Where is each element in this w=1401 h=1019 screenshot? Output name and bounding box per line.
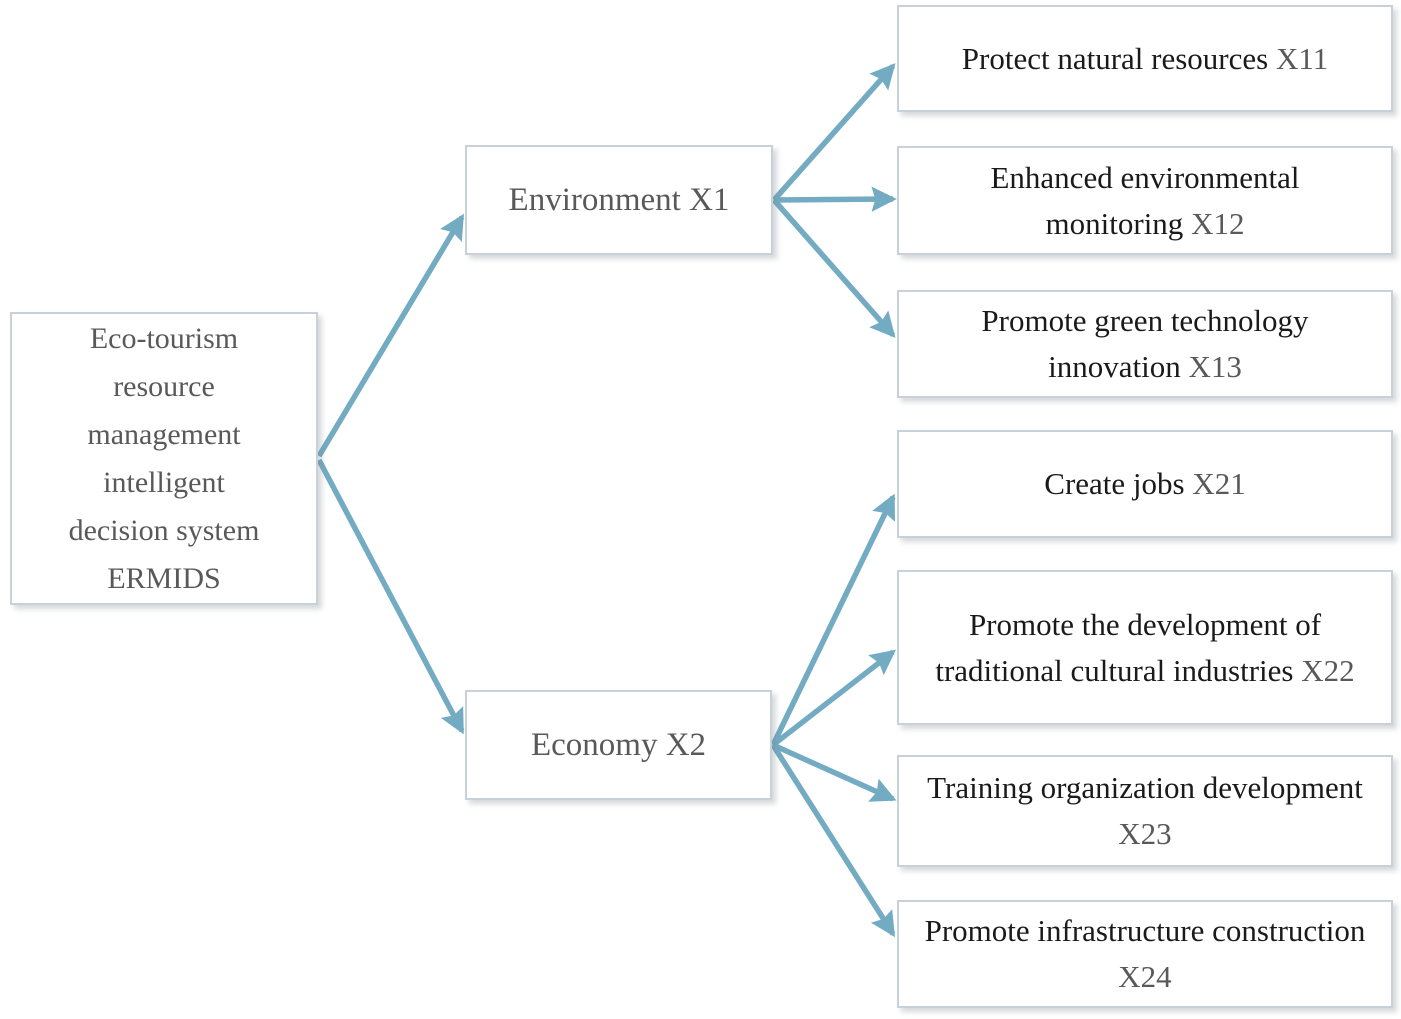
- root-label-line: ERMIDS: [107, 561, 221, 595]
- branch-label: Environment X1: [508, 181, 730, 218]
- leaf-node-x23: Training organization development X23: [897, 755, 1393, 867]
- root-label-line: Eco-tourism: [89, 321, 239, 355]
- leaf-code: X22: [1301, 652, 1355, 688]
- leaf-label: Training organization development X23: [927, 770, 1363, 851]
- root-node-ermids: Eco-tourism resource management intellig…: [10, 312, 318, 605]
- arrow-env-to-x12: [773, 186, 897, 212]
- root-label-line: intelligent: [103, 465, 225, 499]
- leaf-label: Promote infrastructure construction X24: [924, 913, 1366, 994]
- leaf-code: X23: [1118, 816, 1172, 851]
- branch-node-environment-x1: Environment X1: [465, 145, 773, 255]
- arrow-eco-to-x24: [770, 743, 896, 938]
- leaf-node-x24: Promote infrastructure construction X24: [897, 900, 1393, 1008]
- leaf-node-x12: Enhanced environmental monitoring X12: [897, 146, 1393, 255]
- leaf-code: X11: [1275, 40, 1329, 76]
- root-label-line: management: [87, 417, 241, 451]
- root-label-line: resource: [113, 369, 215, 403]
- arrow-eco-to-x22: [771, 649, 896, 748]
- arrow-env-to-x13: [771, 198, 896, 338]
- leaf-node-x11: Protect natural resources X11: [897, 5, 1393, 112]
- arrow-eco-to-x23: [771, 742, 897, 802]
- branch-label: Economy X2: [530, 726, 707, 763]
- root-label-line: decision system: [68, 513, 260, 547]
- leaf-label: Promote green technology innovation X13: [981, 303, 1309, 384]
- leaf-code: X12: [1191, 205, 1245, 241]
- arrow-root-to-environment: [316, 213, 465, 458]
- leaf-label: Create jobs X21: [1044, 466, 1246, 501]
- leaf-label: Promote the development of traditional c…: [935, 606, 1355, 688]
- leaf-node-x22: Promote the development of traditional c…: [897, 570, 1393, 725]
- arrow-env-to-x11: [771, 63, 896, 202]
- arrow-root-to-economy: [316, 458, 465, 735]
- leaf-code: X21: [1192, 466, 1246, 501]
- leaf-code: X24: [1118, 959, 1172, 994]
- leaf-node-x21: Create jobs X21: [897, 430, 1393, 538]
- branch-node-economy-x2: Economy X2: [465, 690, 772, 800]
- arrow-eco-to-x21: [770, 493, 896, 747]
- leaf-node-x13: Promote green technology innovation X13: [897, 290, 1393, 398]
- leaf-label: Protect natural resources X11: [961, 40, 1329, 76]
- leaf-code: X13: [1188, 349, 1242, 384]
- leaf-label: Enhanced environmental monitoring X12: [990, 159, 1300, 241]
